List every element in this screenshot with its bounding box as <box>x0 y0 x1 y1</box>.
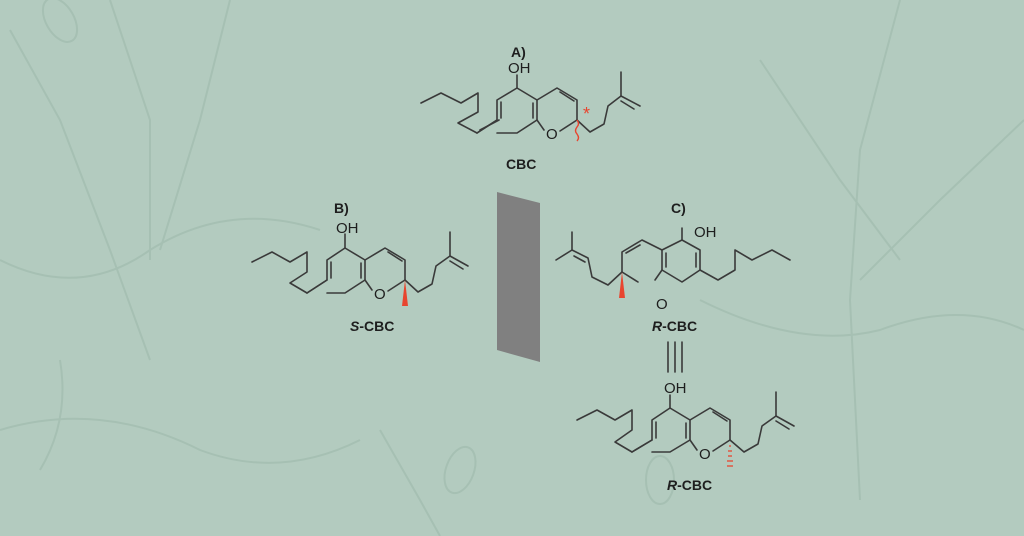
compound-name-c: R-CBC <box>652 318 698 334</box>
oh-label-a: OH <box>508 60 531 77</box>
compound-name-b: S-CBC <box>350 318 395 334</box>
oh-label-b: OH <box>336 220 359 237</box>
oh-label-bottom: OH <box>664 380 687 397</box>
o-label-b: O <box>374 286 386 303</box>
panel-label-b: B) <box>334 200 349 216</box>
stereocenter-asterisk: * <box>583 104 591 124</box>
r-cbc-structure-c <box>555 227 791 373</box>
panel-label-a: A) <box>511 44 526 60</box>
r-cbc-structure-bottom <box>576 391 795 467</box>
o-label-c: O <box>656 296 668 313</box>
compound-name-a: CBC <box>506 156 537 172</box>
mirror-plane <box>497 192 540 362</box>
o-label-a: O <box>546 126 558 143</box>
panel-label-c: C) <box>671 200 686 216</box>
s-cbc-structure <box>251 231 469 306</box>
o-label-bottom: O <box>699 446 711 463</box>
cbc-structure-a <box>420 71 641 142</box>
compound-name-bottom: R-CBC <box>667 477 713 493</box>
oh-label-c: OH <box>694 224 717 241</box>
